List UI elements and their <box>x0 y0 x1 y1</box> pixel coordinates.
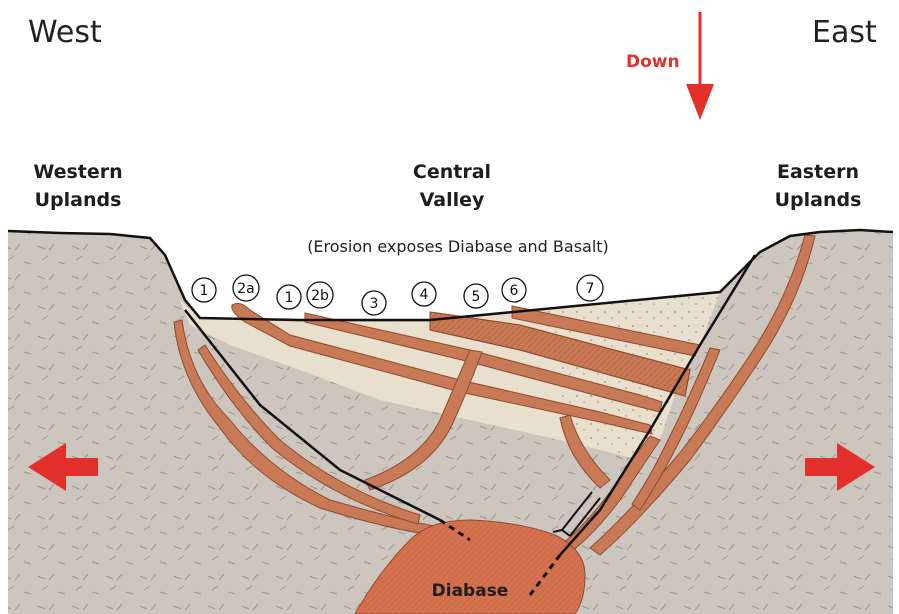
erosion-note: (Erosion exposes Diabase and Basalt) <box>307 237 609 256</box>
down-arrow-head <box>686 84 714 120</box>
unit-marker-label: 1 <box>200 283 209 299</box>
unit-marker: 1 <box>192 278 216 302</box>
unit-marker-label: 4 <box>420 287 429 303</box>
diabase-label: Diabase <box>432 581 509 601</box>
unit-marker-label: 2b <box>311 288 329 304</box>
down-label: Down <box>626 52 680 72</box>
western-uplands-line2: Uplands <box>35 189 122 211</box>
unit-marker-label: 7 <box>586 281 595 297</box>
unit-marker: 1 <box>277 285 301 309</box>
unit-marker: 6 <box>502 278 526 302</box>
unit-marker: 4 <box>412 282 436 306</box>
unit-marker: 5 <box>464 284 488 308</box>
unit-marker-label: 6 <box>510 283 519 299</box>
eastern-uplands-line2: Uplands <box>775 189 862 211</box>
west-label: West <box>28 15 102 50</box>
unit-marker: 7 <box>577 275 603 301</box>
unit-marker: 3 <box>362 291 386 315</box>
unit-marker: 2a <box>233 275 259 301</box>
unit-marker-label: 2a <box>237 281 255 297</box>
unit-marker: 2b <box>307 282 333 308</box>
unit-marker-label: 5 <box>472 289 481 305</box>
east-label: East <box>812 15 877 50</box>
unit-marker-label: 1 <box>285 290 294 306</box>
central-valley-line1: Central <box>413 161 491 183</box>
unit-marker-label: 3 <box>370 296 379 312</box>
western-uplands-line1: Western <box>33 161 122 183</box>
eastern-uplands-line1: Eastern <box>777 161 859 183</box>
central-valley-line2: Valley <box>420 189 485 211</box>
